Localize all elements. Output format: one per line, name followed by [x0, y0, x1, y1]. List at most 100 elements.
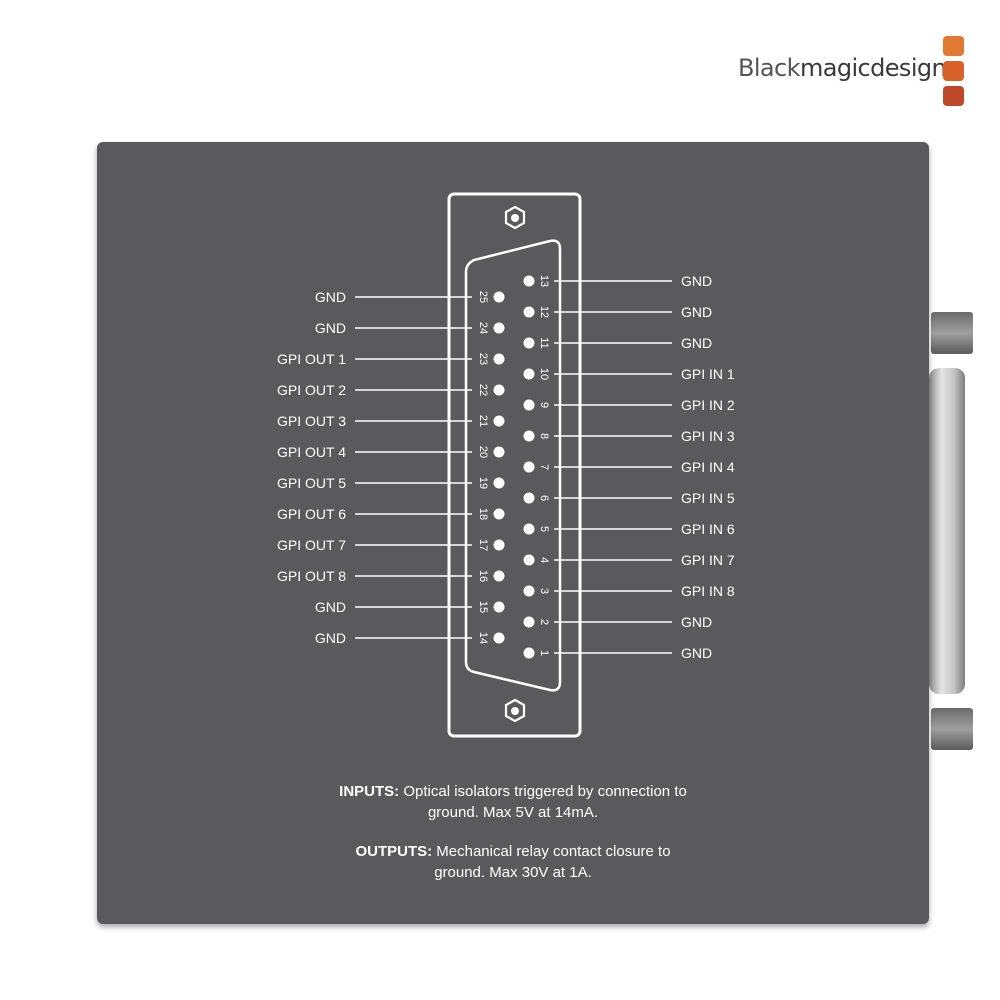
pin-number: 15: [477, 601, 489, 613]
pin-label: GND: [315, 289, 346, 305]
pin-label: GPI OUT 6: [277, 506, 346, 522]
pin-label: GPI OUT 1: [277, 351, 346, 367]
brand-square-icon: [943, 36, 964, 56]
mount-screw-bottom-icon: [504, 698, 526, 723]
pin-dot: [523, 337, 535, 349]
pin-label: GND: [315, 630, 346, 646]
brand-square-icon: [943, 61, 964, 81]
brand-mark-icon: [943, 36, 967, 108]
pin-dot: [493, 477, 505, 489]
pin-number: 11: [538, 337, 550, 348]
pin-dot: [493, 570, 505, 582]
connector-outline: [447, 192, 582, 738]
pin-16: 16 GPI OUT 8: [277, 568, 505, 584]
pin-label: GPI OUT 4: [277, 444, 346, 460]
pin-number: 18: [477, 508, 489, 520]
pin-label: GPI IN 3: [681, 428, 735, 444]
pin-4: 4 GPI IN 7: [523, 552, 735, 568]
outputs-text: Mechanical relay contact closure to grou…: [432, 843, 671, 881]
connector-shell: [929, 368, 965, 694]
pin-number: 1: [538, 650, 550, 656]
pin-dot: [493, 508, 505, 520]
pin-number: 7: [538, 464, 550, 470]
pin-dot: [493, 322, 505, 334]
pin-label: GPI IN 5: [681, 490, 735, 506]
pin-dot: [523, 430, 535, 442]
pin-dot: [523, 616, 535, 628]
pin-dot: [493, 353, 505, 365]
pin-14: 14 GND: [315, 630, 505, 646]
pin-number: 21: [477, 415, 489, 427]
brand-wordmark-bold: Black: [738, 54, 801, 82]
pin-18: 18 GPI OUT 6: [277, 506, 505, 522]
side-connector-hardware: [929, 312, 973, 750]
brand-logo: Blackmagicdesign: [738, 36, 970, 112]
pin-number: 4: [538, 557, 550, 563]
pin-dot: [493, 601, 505, 613]
pin-number: 3: [538, 588, 550, 594]
pin-dot: [493, 291, 505, 303]
inputs-note: INPUTS: Optical isolators triggered by c…: [330, 781, 696, 823]
pin-dot: [523, 492, 535, 504]
pin-dot: [493, 446, 505, 458]
pin-number: 23: [477, 353, 489, 365]
pin-label: GND: [681, 273, 712, 289]
hex-standoff-bottom: [931, 708, 973, 750]
brand-square-icon: [943, 86, 964, 106]
pin-9: 9 GPI IN 2: [523, 397, 735, 413]
pin-number: 2: [538, 619, 550, 625]
pin-dot: [493, 539, 505, 551]
pin-dot: [523, 461, 535, 473]
pin-number: 16: [477, 570, 489, 582]
pin-8: 8 GPI IN 3: [523, 428, 735, 444]
pin-label: GPI OUT 7: [277, 537, 346, 553]
pin-label: GPI OUT 8: [277, 568, 346, 584]
pin-number: 22: [477, 384, 489, 396]
pin-dot: [493, 632, 505, 644]
inputs-text: Optical isolators triggered by connectio…: [399, 783, 687, 821]
pin-label: GPI OUT 5: [277, 475, 346, 491]
pin-dot: [493, 415, 505, 427]
pin-label: GPI IN 6: [681, 521, 735, 537]
pin-dot: [523, 275, 535, 287]
outputs-title: OUTPUTS:: [355, 843, 433, 860]
pin-number: 13: [538, 275, 550, 287]
pin-number: 9: [538, 402, 550, 408]
pin-dot: [523, 523, 535, 535]
pin-number: 14: [477, 632, 489, 644]
dsub-shell-outline: [464, 239, 562, 692]
pin-1: 1 GND: [523, 645, 712, 661]
brand-wordmark-rest: magicdesign: [799, 54, 947, 82]
pin-label: GPI IN 2: [681, 397, 735, 413]
pin-dot: [523, 399, 535, 411]
pin-dot: [493, 384, 505, 396]
pin-label: GPI IN 4: [681, 459, 735, 475]
pin-dot: [523, 368, 535, 380]
pin-number: 10: [538, 368, 550, 380]
pin-7: 7 GPI IN 4: [523, 459, 735, 475]
pin-number: 6: [538, 495, 550, 501]
pin-6: 6 GPI IN 5: [523, 490, 735, 506]
pin-number: 24: [477, 322, 489, 334]
outputs-note: OUTPUTS: Mechanical relay contact closur…: [330, 841, 696, 883]
pin-label: GND: [681, 304, 712, 320]
pin-label: GPI IN 7: [681, 552, 735, 568]
inputs-title: INPUTS:: [339, 783, 400, 800]
pin-dot: [523, 647, 535, 659]
pin-label: GND: [681, 645, 712, 661]
pin-number: 12: [538, 306, 550, 318]
pin-number: 5: [538, 526, 550, 532]
pin-number: 8: [538, 433, 550, 439]
